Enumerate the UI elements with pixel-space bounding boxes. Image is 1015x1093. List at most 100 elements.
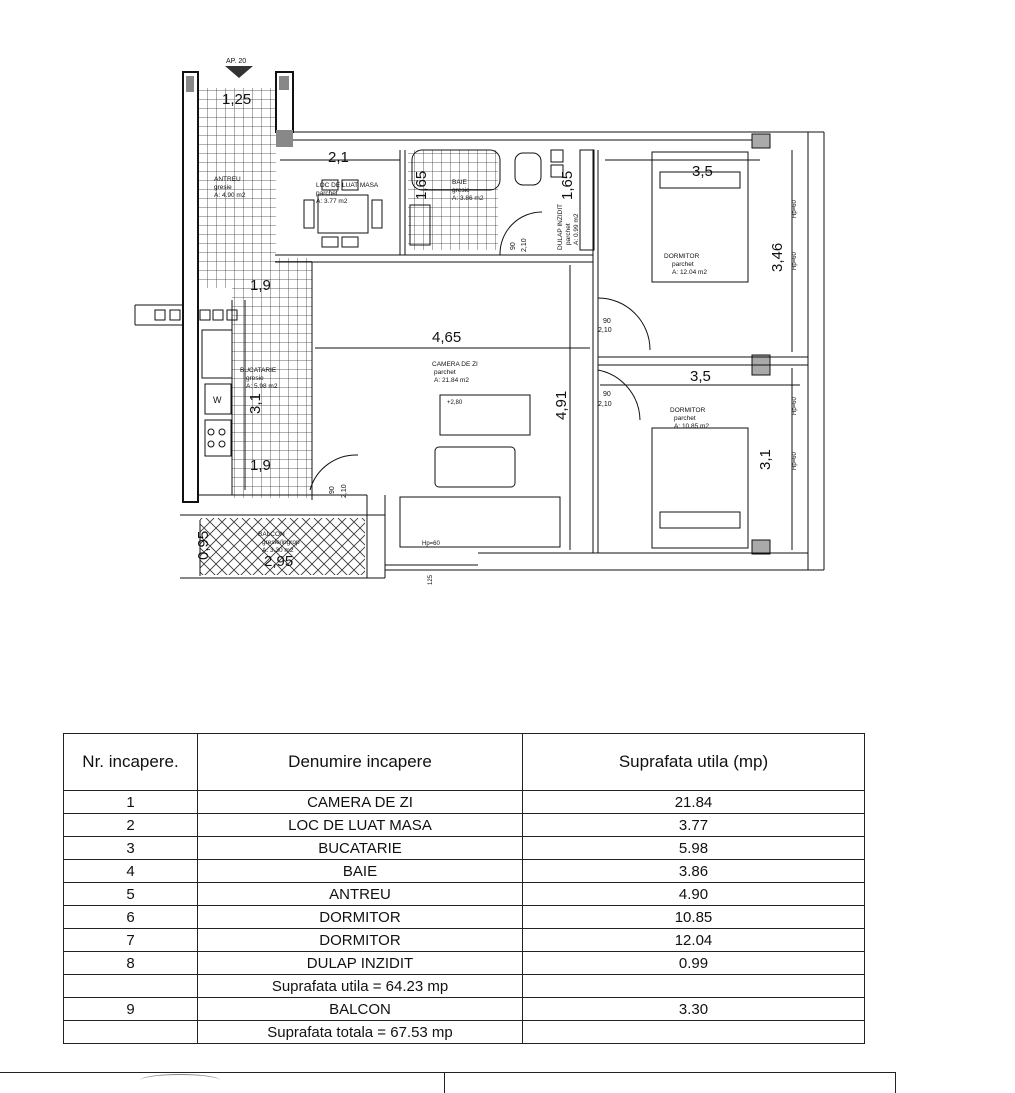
dim-1-65-closet: 1,65 (559, 171, 576, 200)
subtotal-text: Suprafata utila = 64.23 mp (197, 974, 523, 998)
bath-floor (408, 150, 498, 250)
door-4-width: 90 (510, 242, 517, 250)
hp-label-4: Hp=60 (792, 451, 798, 470)
room-bucatarie-name: BUCATARIE (240, 367, 277, 374)
row-nr: 7 (63, 928, 198, 952)
row-name: BAIE (197, 859, 523, 883)
dim-3-46: 3,46 (769, 243, 786, 272)
row-area: 21.84 (522, 790, 865, 814)
header-nr: Nr. incapere. (63, 733, 198, 791)
header-area: Suprafata utila (mp) (522, 733, 865, 791)
room-camera-zi-name: CAMERA DE ZI (432, 361, 478, 368)
row-name: LOC DE LUAT MASA (197, 813, 523, 837)
washer-mark: W (213, 395, 222, 405)
row-area: 3.86 (522, 859, 865, 883)
row-name: ANTREU (197, 882, 523, 906)
room-dulap-name: DULAP INZIDIT (557, 204, 564, 250)
door-3-height: 2,10 (341, 484, 348, 498)
apartment-tag-marker (225, 66, 253, 78)
room-balcon-name: BALCON (258, 531, 285, 538)
row-name: CAMERA DE ZI (197, 790, 523, 814)
balcony-floor (200, 518, 365, 575)
hp-label-2: Hp=60 (792, 251, 798, 270)
dim-1-9-kitchen: 1,9 (250, 457, 271, 474)
room-antreu-name: ANTREU (214, 176, 241, 183)
room-dormitor-bottom-name: DORMITOR (670, 407, 706, 414)
stamp-arc (140, 1074, 220, 1087)
dim-4-91: 4,91 (553, 391, 570, 420)
door-1-height: 2,10 (598, 327, 612, 334)
room-bucatarie-area: A: 5.98 m2 (246, 383, 278, 390)
room-dormitor-top-name: DORMITOR (664, 253, 700, 260)
row-nr: 3 (63, 836, 198, 860)
room-loc-masa-name: LOC DE LUAT MASA (316, 182, 379, 189)
row-area: 3.30 (522, 997, 865, 1021)
total-row: Suprafata totala = 67.53 mp (63, 1020, 865, 1044)
floor-plan: AP. 20 ANTREU gresie A: 4.90 m2 LOC DE L… (134, 58, 825, 585)
row-name: DULAP INZIDIT (197, 951, 523, 975)
door-3-width: 90 (329, 486, 336, 494)
balcony-row: 9 BALCON 3.30 (63, 997, 865, 1021)
row-area: 10.85 (522, 905, 865, 929)
room-camera-zi-finish: parchet (434, 369, 456, 376)
furniture (154, 149, 749, 549)
header-name: Denumire incapere (197, 733, 523, 791)
row-name: DORMITOR (197, 928, 523, 952)
row-area: 12.04 (522, 928, 865, 952)
total-text: Suprafata totala = 67.53 mp (197, 1020, 523, 1044)
table-row: 4 BAIE 3.86 (63, 859, 865, 883)
room-dulap-finish: parchet (565, 223, 572, 245)
doors (309, 211, 651, 491)
row-name: BUCATARIE (197, 836, 523, 860)
dim-2-95: 2,95 (264, 553, 293, 570)
room-antreu-area: A: 4.90 m2 (214, 192, 246, 199)
dim-1-65-bath: 1,65 (413, 171, 430, 200)
dim-2-1: 2,1 (328, 149, 349, 166)
apartment-tag: AP. 20 (226, 58, 246, 65)
areas-table: Nr. incapere. Denumire incapere Suprafat… (63, 733, 865, 1044)
door-2-width: 90 (603, 391, 611, 398)
hall-floor (232, 258, 312, 498)
row-area: 4.90 (522, 882, 865, 906)
room-loc-masa-area: A: 3.77 m2 (316, 198, 348, 205)
row-name: DORMITOR (197, 905, 523, 929)
row-nr: 4 (63, 859, 198, 883)
dim-1-25: 1,25 (222, 91, 251, 108)
row-nr: 6 (63, 905, 198, 929)
subtotal-row: Suprafata utila = 64.23 mp (63, 974, 865, 998)
table-row: 8 DULAP INZIDIT 0.99 (63, 951, 865, 975)
room-bucatarie-finish: gresie (246, 375, 264, 382)
dim-3-5-bottom: 3,5 (690, 368, 711, 385)
room-dormitor-top-finish: parchet (672, 261, 694, 268)
room-baie-name: BAIE (452, 179, 467, 186)
row-area: 0.99 (522, 951, 865, 975)
row-nr: 9 (63, 997, 198, 1021)
row-nr: 2 (63, 813, 198, 837)
room-baie-area: A: 3.86 m2 (452, 195, 484, 202)
dim-1-9-hall: 1,9 (250, 277, 271, 294)
room-loc-masa-finish: parchet (316, 190, 338, 197)
dim-3-1-kitchen: 3,1 (247, 393, 264, 414)
room-camera-zi-area: A: 21.84 m2 (434, 377, 469, 384)
table-row: 5 ANTREU 4.90 (63, 882, 865, 906)
row-name: BALCON (197, 997, 523, 1021)
row-nr: 1 (63, 790, 198, 814)
room-dormitor-top-area: A: 12.04 m2 (672, 269, 707, 276)
table-row: 1 CAMERA DE ZI 21.84 (63, 790, 865, 814)
row-area: 3.77 (522, 813, 865, 837)
table-row: 3 BUCATARIE 5.98 (63, 836, 865, 860)
dim-3-5-top: 3,5 (692, 163, 713, 180)
dim-0-95: 0,95 (195, 531, 212, 560)
total-empty-area (522, 1020, 865, 1044)
antreu-floor (198, 88, 276, 288)
table-header-row: Nr. incapere. Denumire incapere Suprafat… (63, 733, 865, 791)
room-antreu-finish: gresie (214, 184, 232, 191)
bottom-frame (0, 1072, 896, 1093)
door-1-width: 90 (603, 318, 611, 325)
row-nr: 8 (63, 951, 198, 975)
bottom-frame-divider (444, 1073, 445, 1093)
hp-label-1: Hp=60 (792, 199, 798, 218)
table-row: 2 LOC DE LUAT MASA 3.77 (63, 813, 865, 837)
dimension-lines (199, 150, 800, 576)
dim-125-bottom: 125 (428, 574, 434, 585)
